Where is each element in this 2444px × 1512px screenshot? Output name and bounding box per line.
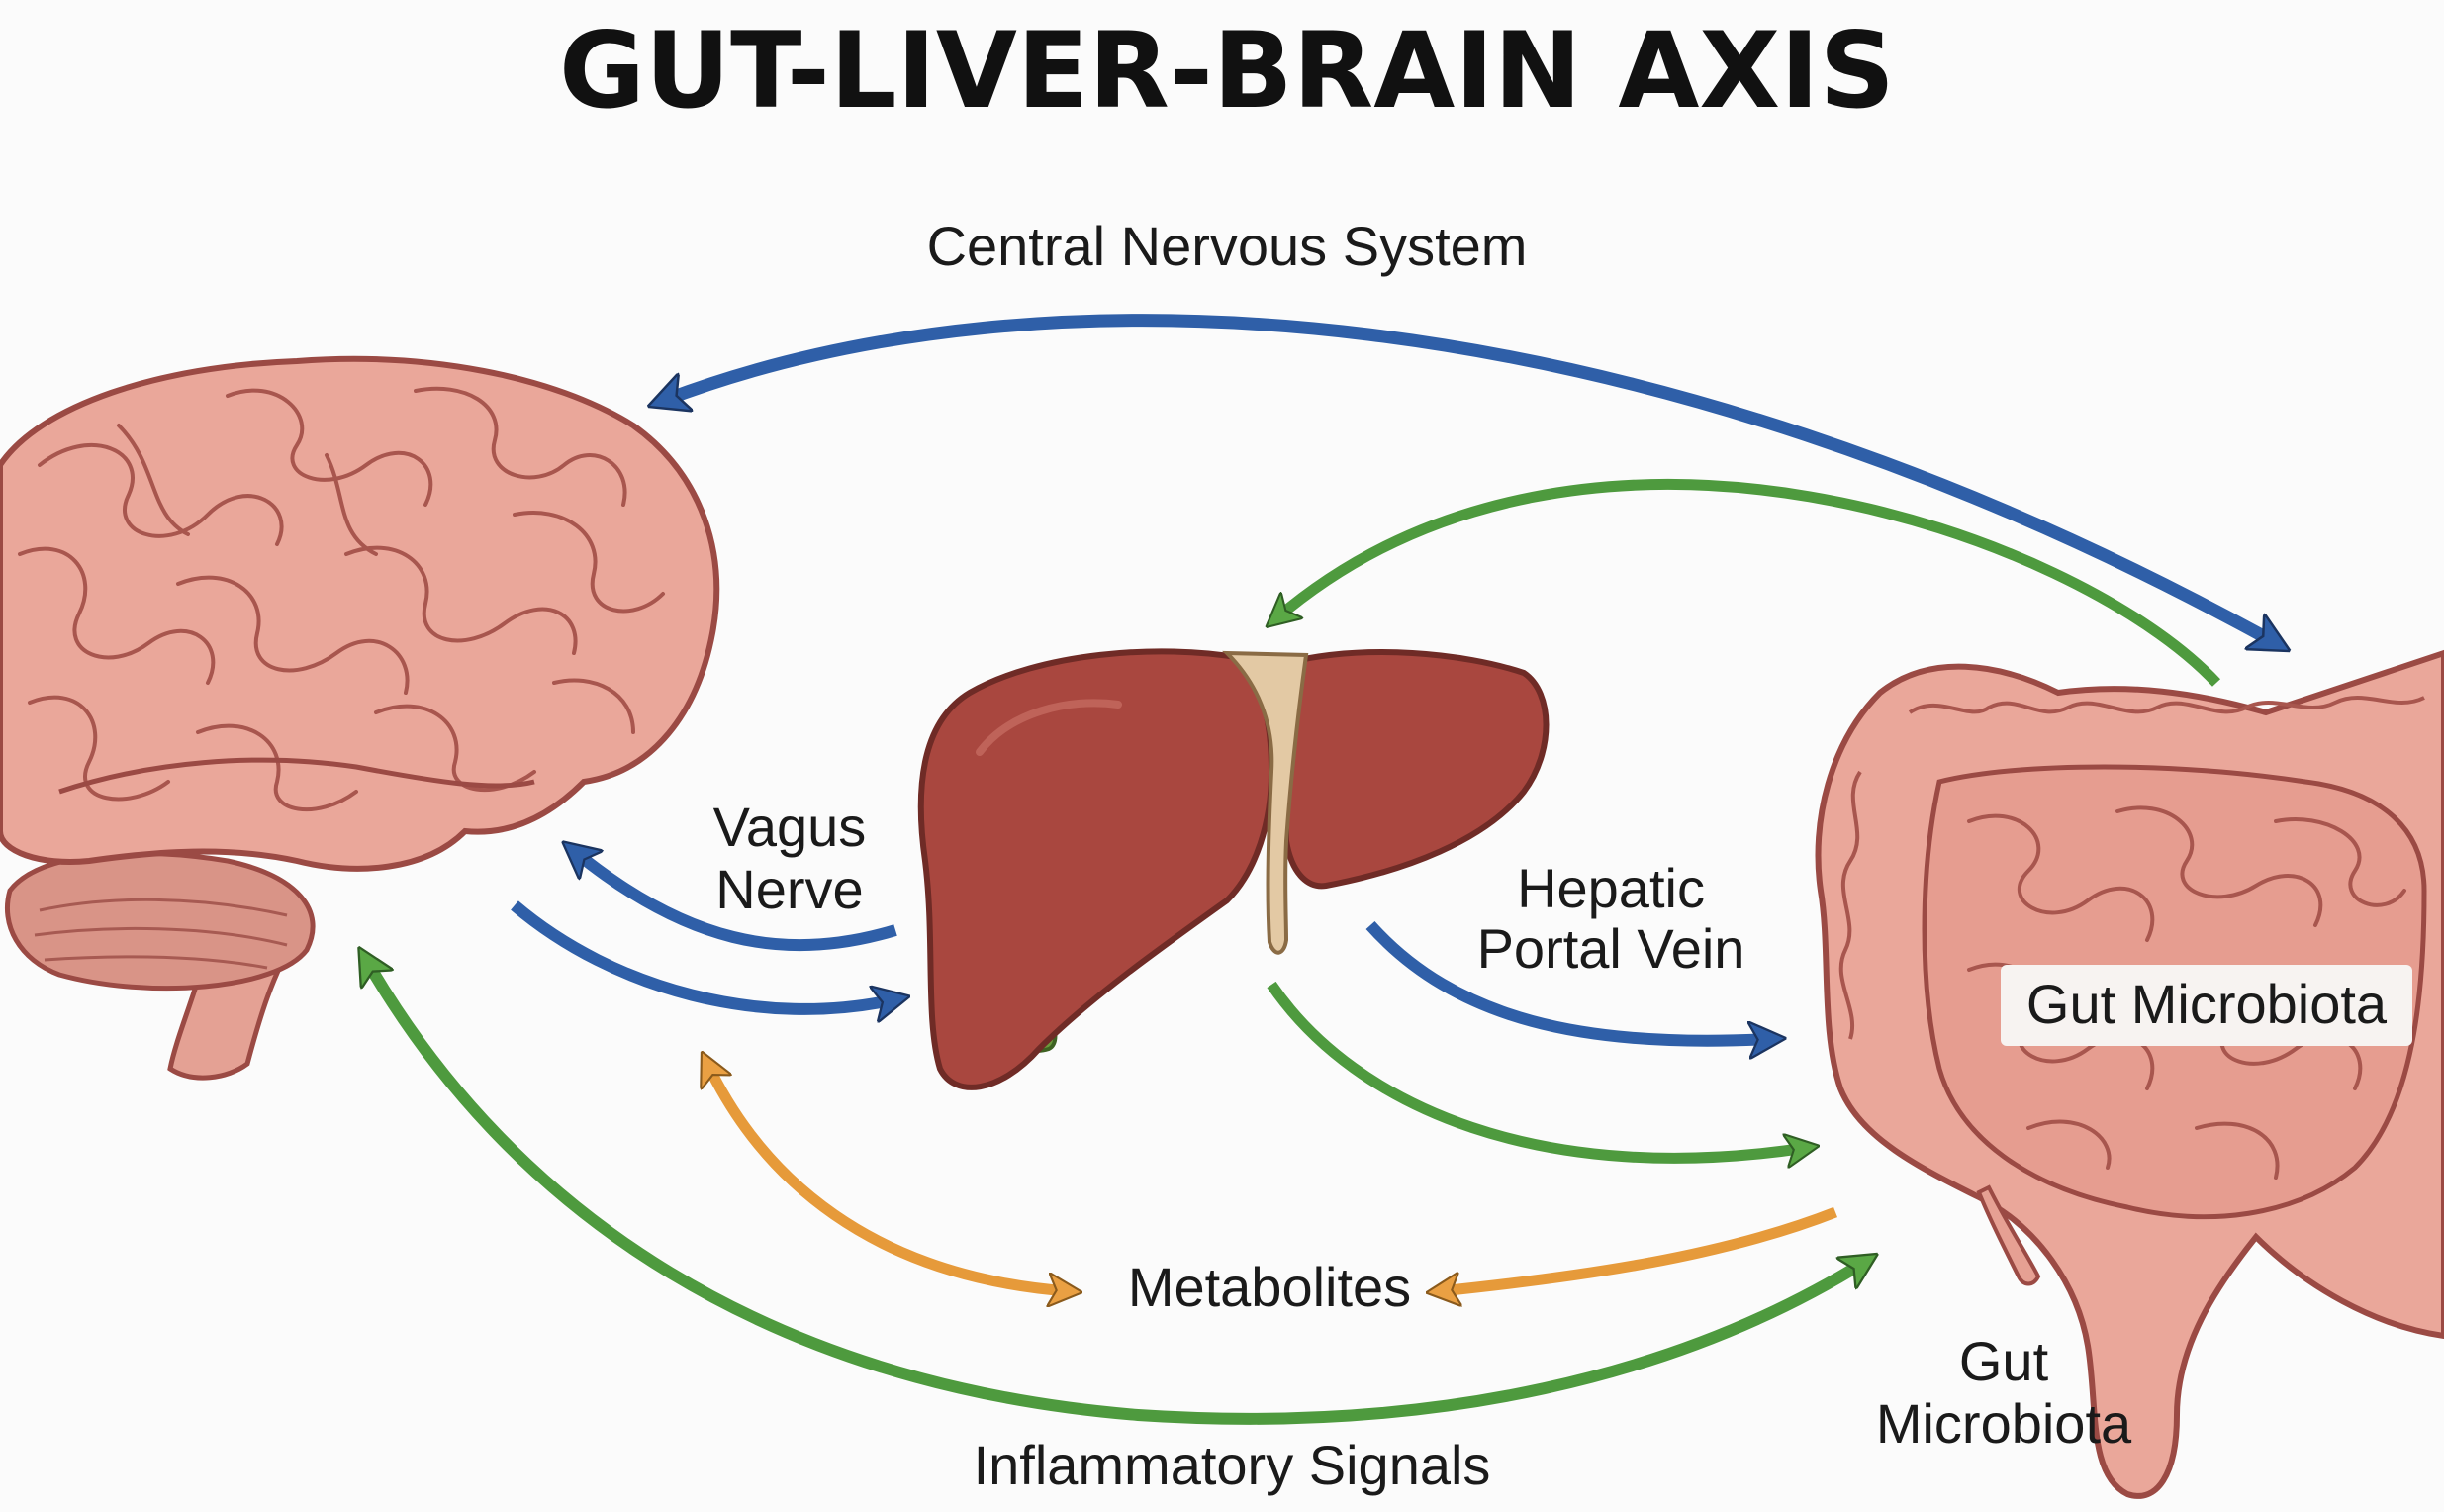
label-hepatic-line2: Portal Vein: [1477, 917, 1745, 980]
label-inflammatory-signals: Inflammatory Signals: [974, 1434, 1491, 1496]
arrow-vagus-lower: [511, 900, 895, 1009]
label-gut-line2: Microbiota: [1876, 1392, 2132, 1455]
arrow-metabolites-left: [707, 1064, 1069, 1291]
arrow-liver-gut-top: [1276, 479, 2221, 687]
gut-microbiota-label-bg: [2001, 965, 2412, 1046]
label-gut-line1: Gut: [1959, 1330, 2049, 1392]
arrow-vagus-upper: [574, 851, 897, 952]
arrow-cns: [663, 314, 2276, 643]
brain-illustration: [0, 355, 720, 1081]
label-vagus-line1: Vagus: [713, 796, 867, 858]
label-hepatic-line1: Hepatic: [1517, 857, 1705, 919]
label-central-nervous-system: Central Nervous System: [927, 215, 1528, 277]
liver-illustration: [917, 648, 1550, 1090]
label-vagus-line2: Nerve: [715, 858, 863, 920]
arrows: [366, 314, 2276, 1425]
label-metabolites: Metabolites: [1128, 1256, 1411, 1318]
arrow-inflammatory: [366, 960, 1865, 1425]
diagram-title: GUT-LIVER-BRAIN AXIS: [559, 10, 1895, 132]
arrow-metabolites-right: [1440, 1206, 1838, 1291]
intestine-illustration: [1815, 649, 2444, 1499]
arrow-liver-gut-lower: [1267, 981, 1806, 1158]
label-gut-microbiota-inner: Gut Microbiota: [2026, 973, 2388, 1035]
